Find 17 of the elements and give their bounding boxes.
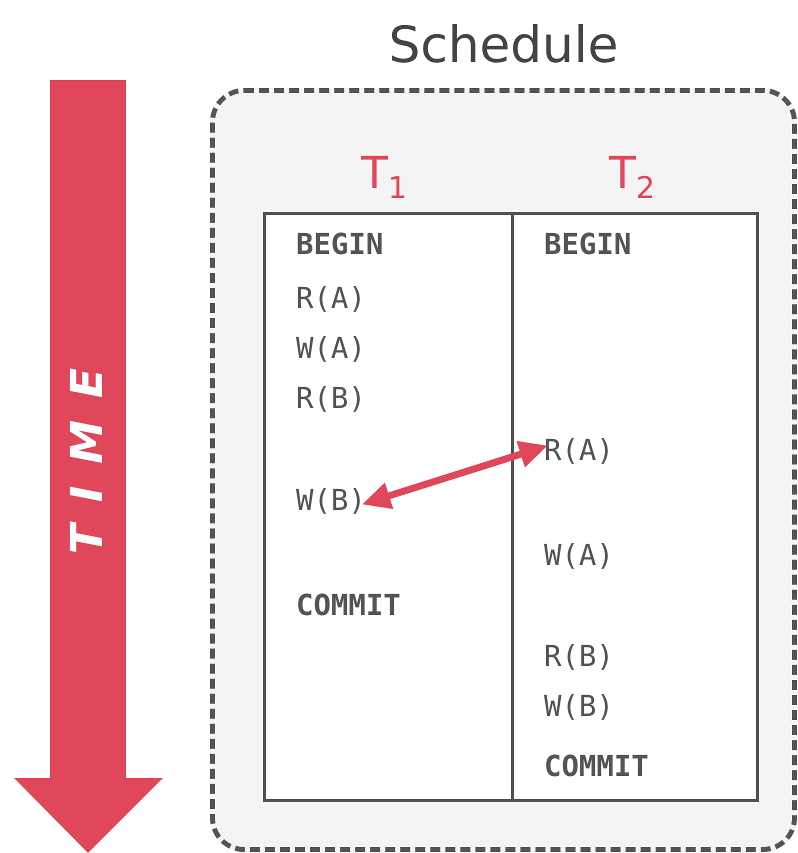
operation: W(A): [536, 538, 622, 572]
title: Schedule: [388, 15, 620, 75]
operation: BEGIN: [288, 227, 392, 261]
transaction-header: T$_{2}$: [609, 149, 655, 208]
operation: R(A): [288, 281, 374, 315]
operation: COMMIT: [288, 588, 409, 622]
operation: BEGIN: [536, 227, 640, 261]
axis-label: TIME: [63, 346, 113, 554]
transaction-header: T$_{1}$: [361, 149, 407, 208]
operation: COMMIT: [536, 749, 657, 783]
operation: W(B): [288, 483, 374, 517]
operation: W(A): [288, 331, 374, 365]
operation: R(A): [536, 433, 622, 467]
operation: R(B): [288, 381, 374, 415]
operation: R(B): [536, 639, 622, 673]
operation: W(B): [536, 689, 622, 723]
arrow: [362, 440, 548, 510]
